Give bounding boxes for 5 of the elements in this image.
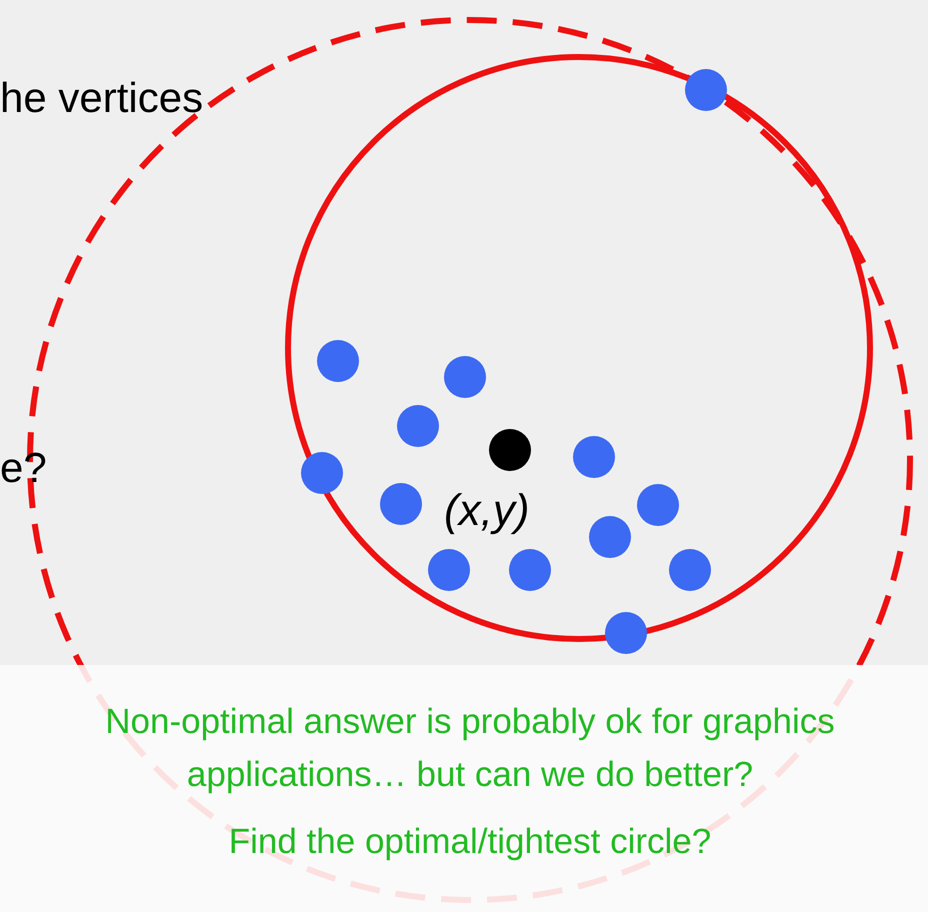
label-text: Find the optimal/tightest circle? [228, 821, 712, 863]
label-text: (x,y) [444, 485, 530, 537]
label-text: Non-optimal answer is probably ok for graphics applications… but can we do better? [104, 701, 836, 796]
label-text: he vertices [0, 73, 204, 123]
label-text: e? [0, 443, 47, 493]
